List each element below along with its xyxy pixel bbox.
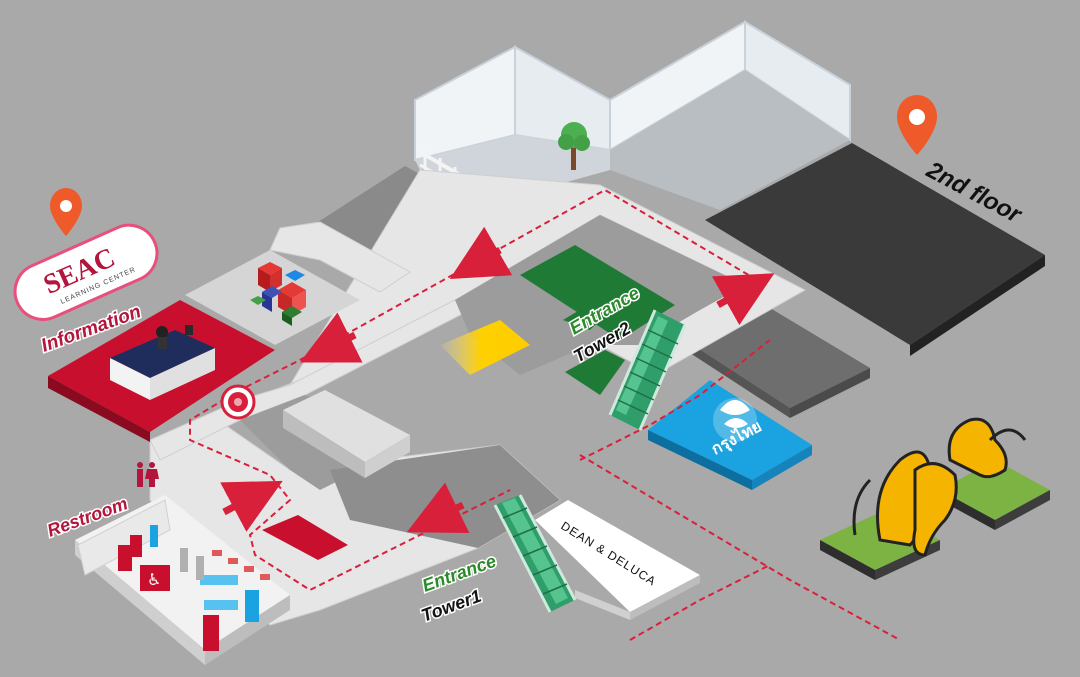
mid-grey-zone-right <box>690 305 870 408</box>
route-arrow-icon <box>220 226 775 534</box>
location-pin-icon <box>50 188 82 236</box>
toy-blocks <box>250 262 306 326</box>
krungthai-bank: กรุงไทย <box>648 380 812 490</box>
raised-block <box>283 390 410 462</box>
location-pin-icon <box>897 95 937 155</box>
entrance-tower2-floor <box>520 245 675 340</box>
escalator-icon <box>608 309 687 431</box>
restroom-icon <box>137 462 159 487</box>
seac-logo: SEAC LEARNING CENTER <box>13 223 159 321</box>
entrance-tower2-floor-lower <box>565 350 625 395</box>
sculpture-display <box>820 417 1050 580</box>
yellow-zone <box>440 320 530 375</box>
svg-text:♿: ♿ <box>147 570 161 589</box>
current-location-icon <box>220 384 256 420</box>
restroom-block: ♿ <box>75 495 290 665</box>
dark-zone-edge <box>910 255 1045 356</box>
information-desk <box>110 325 215 400</box>
escalator-tower1 <box>493 494 577 613</box>
lower-red-zone <box>262 515 348 560</box>
dark-zone <box>705 143 1045 345</box>
tree-icon <box>558 122 590 170</box>
